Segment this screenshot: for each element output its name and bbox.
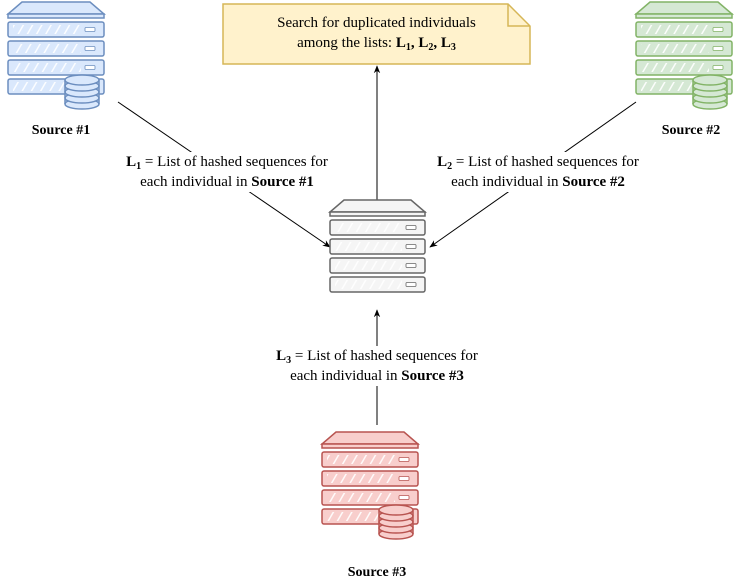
edge-l1-line2: each individual in xyxy=(140,174,252,190)
note-separator: , xyxy=(433,35,441,51)
edge-l3-source: Source #3 xyxy=(401,368,464,384)
central-server-icon xyxy=(327,199,428,293)
database-icon xyxy=(692,74,728,110)
source-2-label: Source #2 xyxy=(661,123,721,138)
note-line-1: Search for duplicated individuals xyxy=(277,15,476,31)
edge-l2-symbol: L2 xyxy=(437,154,453,172)
note-list-l2: L2 xyxy=(418,35,434,53)
edge-l3-text: = List of hashed sequences for xyxy=(291,348,478,364)
source-3-label: Source #3 xyxy=(347,565,407,580)
edge-l2-text: = List of hashed sequences for xyxy=(452,154,639,170)
note-text: Search for duplicated individuals among … xyxy=(223,13,530,53)
database-icon xyxy=(64,74,100,110)
source-2-server-icon xyxy=(633,1,735,110)
note-list-l1: L1 xyxy=(395,35,411,53)
edge-l1-text: = List of hashed sequences for xyxy=(141,154,328,170)
note-line-2: among the lists: L1, L2, L3 xyxy=(223,33,530,53)
edge-l2-source: Source #2 xyxy=(562,174,625,190)
edge-l1-source: Source #1 xyxy=(251,174,314,190)
edge-l3-symbol: L3 xyxy=(276,348,292,366)
source-1-label: Source #1 xyxy=(31,123,91,138)
edge-label-l3: L3 = List of hashed sequences for each i… xyxy=(232,346,522,386)
edge-label-l2: L2 = List of hashed sequences for each i… xyxy=(393,152,683,192)
note-line-2-prefix: among the lists: xyxy=(297,35,396,51)
source-1-server-icon xyxy=(5,1,107,110)
note-list-l3: L3 xyxy=(440,35,456,53)
source-3-server-icon xyxy=(319,431,421,540)
note-icon xyxy=(222,3,531,65)
edge-l1-symbol: L1 xyxy=(126,154,142,172)
database-icon xyxy=(378,504,414,540)
edge-l2-line2: each individual in xyxy=(451,174,563,190)
note-separator: , xyxy=(410,35,419,51)
edge-l3-line2: each individual in xyxy=(290,368,402,384)
edge-label-l1: L1 = List of hashed sequences for each i… xyxy=(82,152,372,192)
